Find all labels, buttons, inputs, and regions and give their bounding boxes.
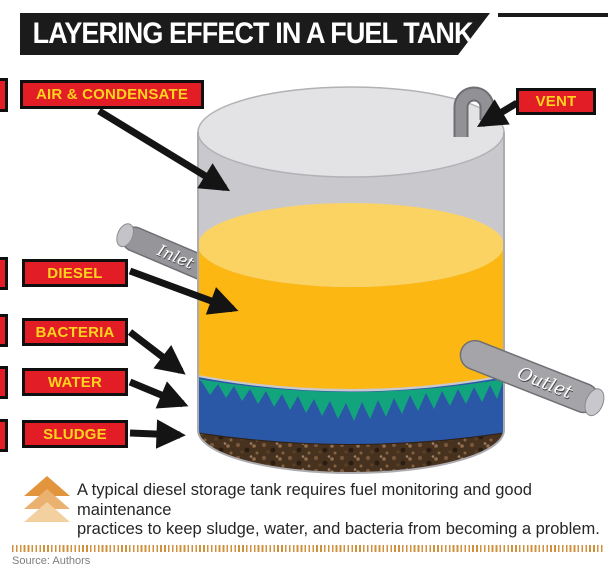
edge-fragment — [0, 78, 8, 112]
label-vent: VENT — [516, 88, 596, 115]
air-arrow — [97, 108, 231, 192]
diesel-surface — [198, 203, 504, 287]
bacteria-layer — [198, 379, 504, 421]
caption: A typical diesel storage tank requires f… — [77, 481, 605, 540]
label-diesel: DIESEL — [22, 259, 128, 287]
tank-outline — [197, 132, 505, 474]
label-air-condensate: AIR & CONDENSATE — [20, 80, 204, 109]
label-bacteria: BACTERIA — [22, 318, 128, 346]
footer-striped-rule — [12, 545, 603, 552]
diesel-arrow — [128, 267, 239, 315]
caption-line-2: practices to keep sludge, water, and bac… — [77, 520, 600, 538]
vent-arrow — [476, 99, 519, 128]
label-water: WATER — [22, 368, 128, 396]
tank — [197, 86, 505, 474]
label-sludge: SLUDGE — [22, 420, 128, 448]
edge-fragment — [0, 419, 8, 452]
title-banner: LAYERING EFFECT IN A FUEL TANK — [20, 13, 490, 55]
callout-arrows — [97, 99, 519, 449]
up-chevrons-icon — [24, 476, 70, 522]
title-rule-line — [498, 13, 608, 17]
sludge-arrow — [129, 419, 186, 449]
page-title: LAYERING EFFECT IN A FUEL TANK — [32, 17, 473, 50]
edge-fragment — [0, 314, 8, 347]
edge-fragment — [0, 257, 8, 290]
diesel-layer — [198, 245, 504, 389]
water-arrow — [128, 378, 189, 409]
bacteria-arrow — [127, 329, 186, 375]
edge-fragment — [0, 366, 8, 399]
caption-line-1: A typical diesel storage tank requires f… — [77, 481, 532, 519]
source-credit: Source: Authors — [12, 555, 91, 567]
